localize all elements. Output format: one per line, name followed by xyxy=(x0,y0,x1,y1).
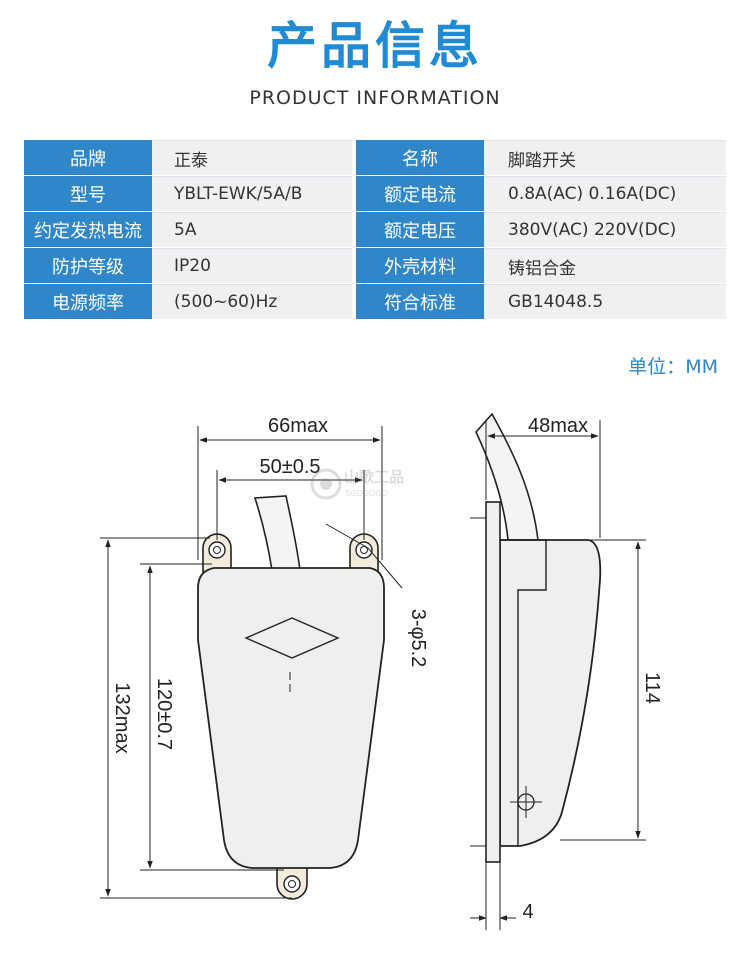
spec-key: 额定电流 xyxy=(356,176,484,211)
spec-value: 5A xyxy=(152,212,352,247)
dim-hole-spacing: 50±0.5 xyxy=(259,456,320,478)
page-title: 产品信息 xyxy=(267,17,483,75)
dim-inner-height: 120±0.7 xyxy=(153,678,175,750)
spec-value: 正泰 xyxy=(152,140,352,175)
dim-front-width: 66max xyxy=(268,415,328,437)
spec-row: 外壳材料铸铝合金 xyxy=(356,247,726,283)
spec-key: 符合标准 xyxy=(356,284,484,319)
spec-value: IP20 xyxy=(152,248,352,283)
spec-row: 品牌正泰 xyxy=(24,140,352,175)
spec-value: GB14048.5 xyxy=(484,284,726,319)
dim-total-height: 132max xyxy=(111,682,133,753)
spec-row: 电源频率(500~60)Hz xyxy=(24,283,352,319)
spec-key: 型号 xyxy=(24,176,152,211)
watermark-text-cn: 山歌工品 xyxy=(344,468,404,486)
dim-side-height: 114 xyxy=(641,672,663,704)
watermark-text-en: SGOGOGO xyxy=(345,489,388,498)
spec-value: 380V(AC) 220V(DC) xyxy=(484,212,726,247)
page-subtitle: PRODUCT INFORMATION xyxy=(249,87,501,109)
side-view: 48max 114 4 xyxy=(470,412,663,930)
spec-value: 铸铝合金 xyxy=(484,248,726,283)
dim-plate-thickness: 4 xyxy=(522,901,533,923)
spec-row: 名称脚踏开关 xyxy=(356,140,726,175)
spec-key: 防护等级 xyxy=(24,248,152,283)
technical-drawing: 66max 50±0.5 132max 120±0.7 3-φ5.2 山歌工品 … xyxy=(100,412,663,930)
spec-value: YBLT-EWK/5A/B xyxy=(152,176,352,211)
spec-key: 电源频率 xyxy=(24,284,152,319)
spec-value: 0.8A(AC) 0.16A(DC) xyxy=(484,176,726,211)
unit-label: 单位：MM xyxy=(628,356,718,378)
spec-value: (500~60)Hz xyxy=(152,284,352,319)
spec-key: 名称 xyxy=(356,140,484,175)
spec-key: 额定电压 xyxy=(356,212,484,247)
spec-key: 外壳材料 xyxy=(356,248,484,283)
watermark-logo: 山歌工品 SGOGOGO xyxy=(310,468,404,500)
dim-side-depth: 48max xyxy=(528,415,588,437)
spec-key: 品牌 xyxy=(24,140,152,175)
spec-value: 脚踏开关 xyxy=(484,140,726,175)
front-view: 66max 50±0.5 132max 120±0.7 3-φ5.2 xyxy=(100,415,429,900)
dim-hole-spec: 3-φ5.2 xyxy=(407,609,429,668)
spec-key: 约定发热电流 xyxy=(24,212,152,247)
